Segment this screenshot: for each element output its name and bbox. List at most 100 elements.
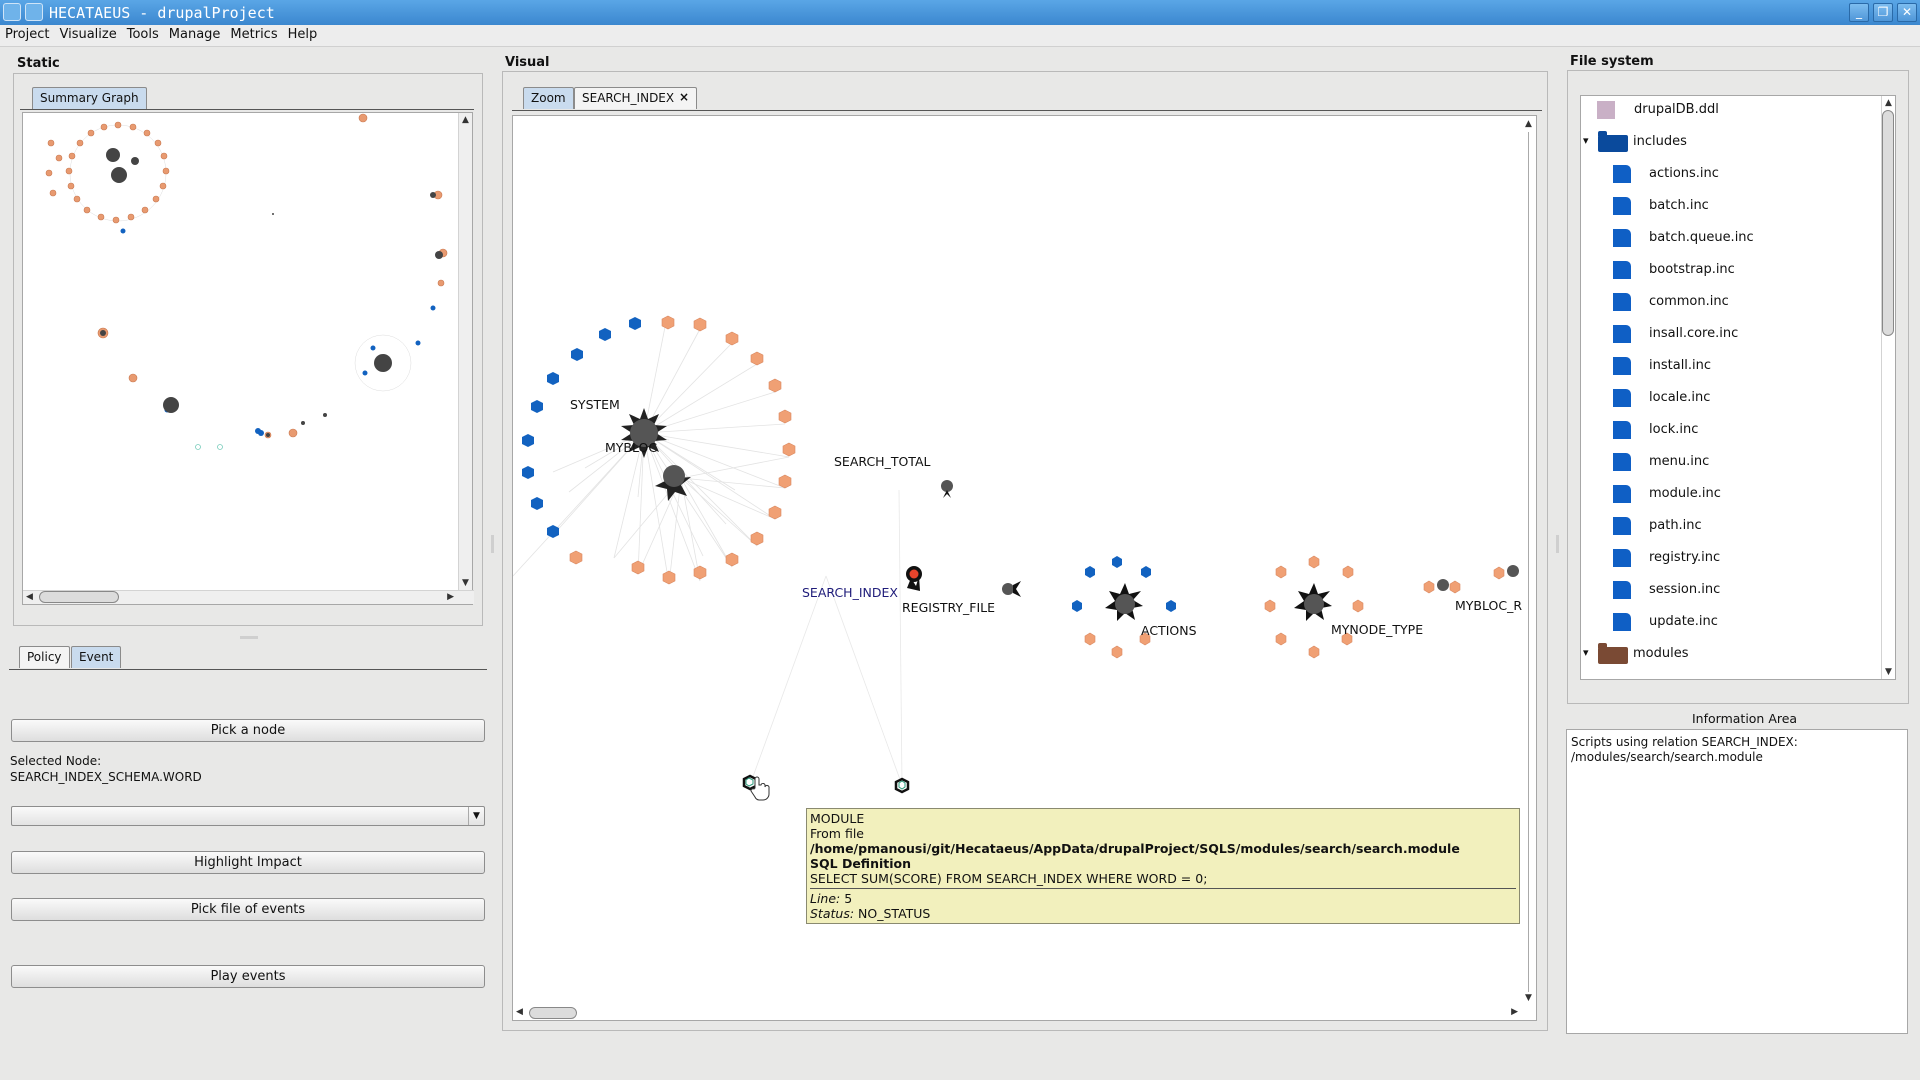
tree-item-drupaldb-ddl[interactable]: drupalDB.ddl — [1581, 100, 1876, 120]
tooltip-from-label: From file — [810, 826, 864, 841]
graph-canvas[interactable]: SYSTEM MYBLOC SEARCH_TOTAL SEARCH_INDEX … — [512, 115, 1537, 1021]
tab-summary-graph[interactable]: Summary Graph — [32, 87, 147, 109]
tree-item-label: registry.inc — [1649, 550, 1721, 565]
tab-policy[interactable]: Policy — [19, 646, 70, 668]
split-grip[interactable] — [240, 636, 258, 639]
tree-item-file[interactable]: update.inc — [1581, 612, 1876, 632]
window-menu-icon[interactable] — [25, 3, 43, 21]
chevron-down-icon[interactable]: ▼ — [468, 807, 484, 825]
tree-item-label: batch.queue.inc — [1649, 230, 1754, 245]
file-icon — [1613, 293, 1631, 311]
menu-tools[interactable]: Tools — [126, 27, 159, 42]
graph-vertical-scrollbar[interactable]: ▲ ▼ — [1522, 116, 1536, 1006]
tree-item-file[interactable]: batch.queue.inc — [1581, 228, 1876, 248]
tree-item-file[interactable]: registry.inc — [1581, 548, 1876, 568]
tree-item-file[interactable]: insall.core.inc — [1581, 324, 1876, 344]
expander-icon[interactable]: ▾ — [1583, 134, 1589, 147]
tree-item-file[interactable]: install.inc — [1581, 356, 1876, 376]
ddl-file-icon — [1597, 101, 1615, 119]
highlight-impact-button[interactable]: Highlight Impact — [11, 851, 485, 874]
pick-file-of-events-button[interactable]: Pick file of events — [11, 898, 485, 921]
tooltip-status-label: Status: — [810, 906, 855, 921]
close-icon[interactable]: × — [679, 90, 690, 104]
label-search-total: SEARCH_TOTAL — [834, 454, 931, 469]
menu-help[interactable]: Help — [287, 27, 318, 42]
node-tooltip: MODULE From file /home/pmanousi/git/Heca… — [806, 808, 1520, 924]
tree-item-label: locale.inc — [1649, 390, 1711, 405]
file-icon — [1613, 549, 1631, 567]
window-title: HECATAEUS - drupalProject — [49, 4, 275, 22]
tree-item-file[interactable]: actions.inc — [1581, 164, 1876, 184]
tree-item-file[interactable]: menu.inc — [1581, 452, 1876, 472]
file-icon — [1613, 485, 1631, 503]
tree-item-label: session.inc — [1649, 582, 1721, 597]
minimize-button[interactable]: _ — [1849, 3, 1869, 22]
left-splitter-grip[interactable] — [491, 535, 494, 553]
label-actions: ACTIONS — [1141, 623, 1197, 638]
selected-node-label: Selected Node: — [10, 754, 102, 768]
tree-item-label: update.inc — [1649, 614, 1718, 629]
close-button[interactable]: ✕ — [1897, 3, 1917, 22]
tree-item-label: module.inc — [1649, 486, 1721, 501]
menu-metrics[interactable]: Metrics — [230, 27, 278, 42]
pick-node-button[interactable]: Pick a node — [11, 719, 485, 742]
tree-item-label: path.inc — [1649, 518, 1702, 533]
file-icon — [1613, 165, 1631, 183]
tree-item-modules[interactable]: ▾ modules — [1581, 643, 1876, 664]
tree-item-file[interactable]: session.inc — [1581, 580, 1876, 600]
tree-item-file[interactable]: bootstrap.inc — [1581, 260, 1876, 280]
tree-item-includes[interactable]: ▾ includes — [1581, 131, 1876, 152]
summary-graph-canvas[interactable]: ▲ ▼ ◀ ▶ — [22, 112, 474, 605]
tree-item-file[interactable]: module.inc — [1581, 484, 1876, 504]
tree-item-file[interactable]: locale.inc — [1581, 388, 1876, 408]
file-tree-scrollbar[interactable]: ▲ ▼ — [1881, 96, 1895, 679]
play-events-button[interactable]: Play events — [11, 965, 485, 988]
tree-item-label: actions.inc — [1649, 166, 1719, 181]
tree-item-file[interactable]: lock.inc — [1581, 420, 1876, 440]
tooltip-from-line: From file /home/pmanousi/git/Hecataeus/A… — [810, 826, 1516, 856]
file-icon — [1613, 613, 1631, 631]
tree-item-file[interactable]: common.inc — [1581, 292, 1876, 312]
menu-project[interactable]: Project — [5, 27, 50, 42]
tab-zoom[interactable]: Zoom — [523, 87, 574, 109]
app-menu-icon[interactable] — [3, 3, 21, 21]
information-area: Scripts using relation SEARCH_INDEX: /mo… — [1566, 729, 1908, 1034]
maximize-button[interactable]: ❐ — [1873, 3, 1893, 22]
file-tree[interactable]: drupalDB.ddl ▾ includes actions.inc batc… — [1580, 95, 1896, 680]
tree-item-label: modules — [1633, 646, 1689, 661]
menu-visualize[interactable]: Visualize — [59, 27, 117, 42]
tree-item-label: lock.inc — [1649, 422, 1699, 437]
summary-graph-drawing — [45, 113, 448, 450]
graph-drawing — [513, 315, 1519, 801]
folder-icon — [1598, 643, 1628, 664]
tree-item-label: drupalDB.ddl — [1634, 102, 1719, 117]
tree-item-label: includes — [1633, 134, 1687, 149]
summary-vertical-scrollbar[interactable]: ▲ ▼ — [458, 113, 472, 590]
static-panel-title: Static — [17, 56, 60, 71]
right-splitter-grip[interactable] — [1556, 535, 1559, 553]
event-tab-underline — [9, 669, 487, 670]
tooltip-line-value: 5 — [844, 891, 853, 906]
expander-icon[interactable]: ▾ — [1583, 646, 1589, 659]
tab-event[interactable]: Event — [71, 646, 122, 668]
tree-item-file[interactable]: batch.inc — [1581, 196, 1876, 216]
graph-scroll-thumb[interactable] — [529, 1007, 577, 1019]
summary-horizontal-scrollbar[interactable]: ◀ ▶ — [23, 590, 474, 604]
tab-search-index[interactable]: SEARCH_INDEX × — [574, 87, 698, 109]
information-area-title: Information Area — [1692, 711, 1798, 726]
graph-horizontal-scrollbar[interactable]: ◀ ▶ — [513, 1006, 1522, 1020]
tooltip-sql-heading: SQL Definition — [810, 856, 911, 871]
file-icon — [1613, 197, 1631, 215]
file-icon — [1613, 517, 1631, 535]
tree-item-label: batch.inc — [1649, 198, 1709, 213]
visual-tab-underline — [512, 110, 1542, 111]
tree-item-file[interactable]: path.inc — [1581, 516, 1876, 536]
info-text-line2: /modules/search/search.module — [1571, 750, 1763, 764]
summary-scroll-thumb[interactable] — [39, 591, 119, 603]
event-type-combo[interactable]: ▼ — [11, 806, 485, 826]
file-icon — [1613, 357, 1631, 375]
menu-manage[interactable]: Manage — [168, 27, 221, 42]
file-icon — [1613, 261, 1631, 279]
file-tree-scroll-thumb[interactable] — [1882, 110, 1894, 336]
visual-panel-title: Visual — [505, 55, 550, 70]
